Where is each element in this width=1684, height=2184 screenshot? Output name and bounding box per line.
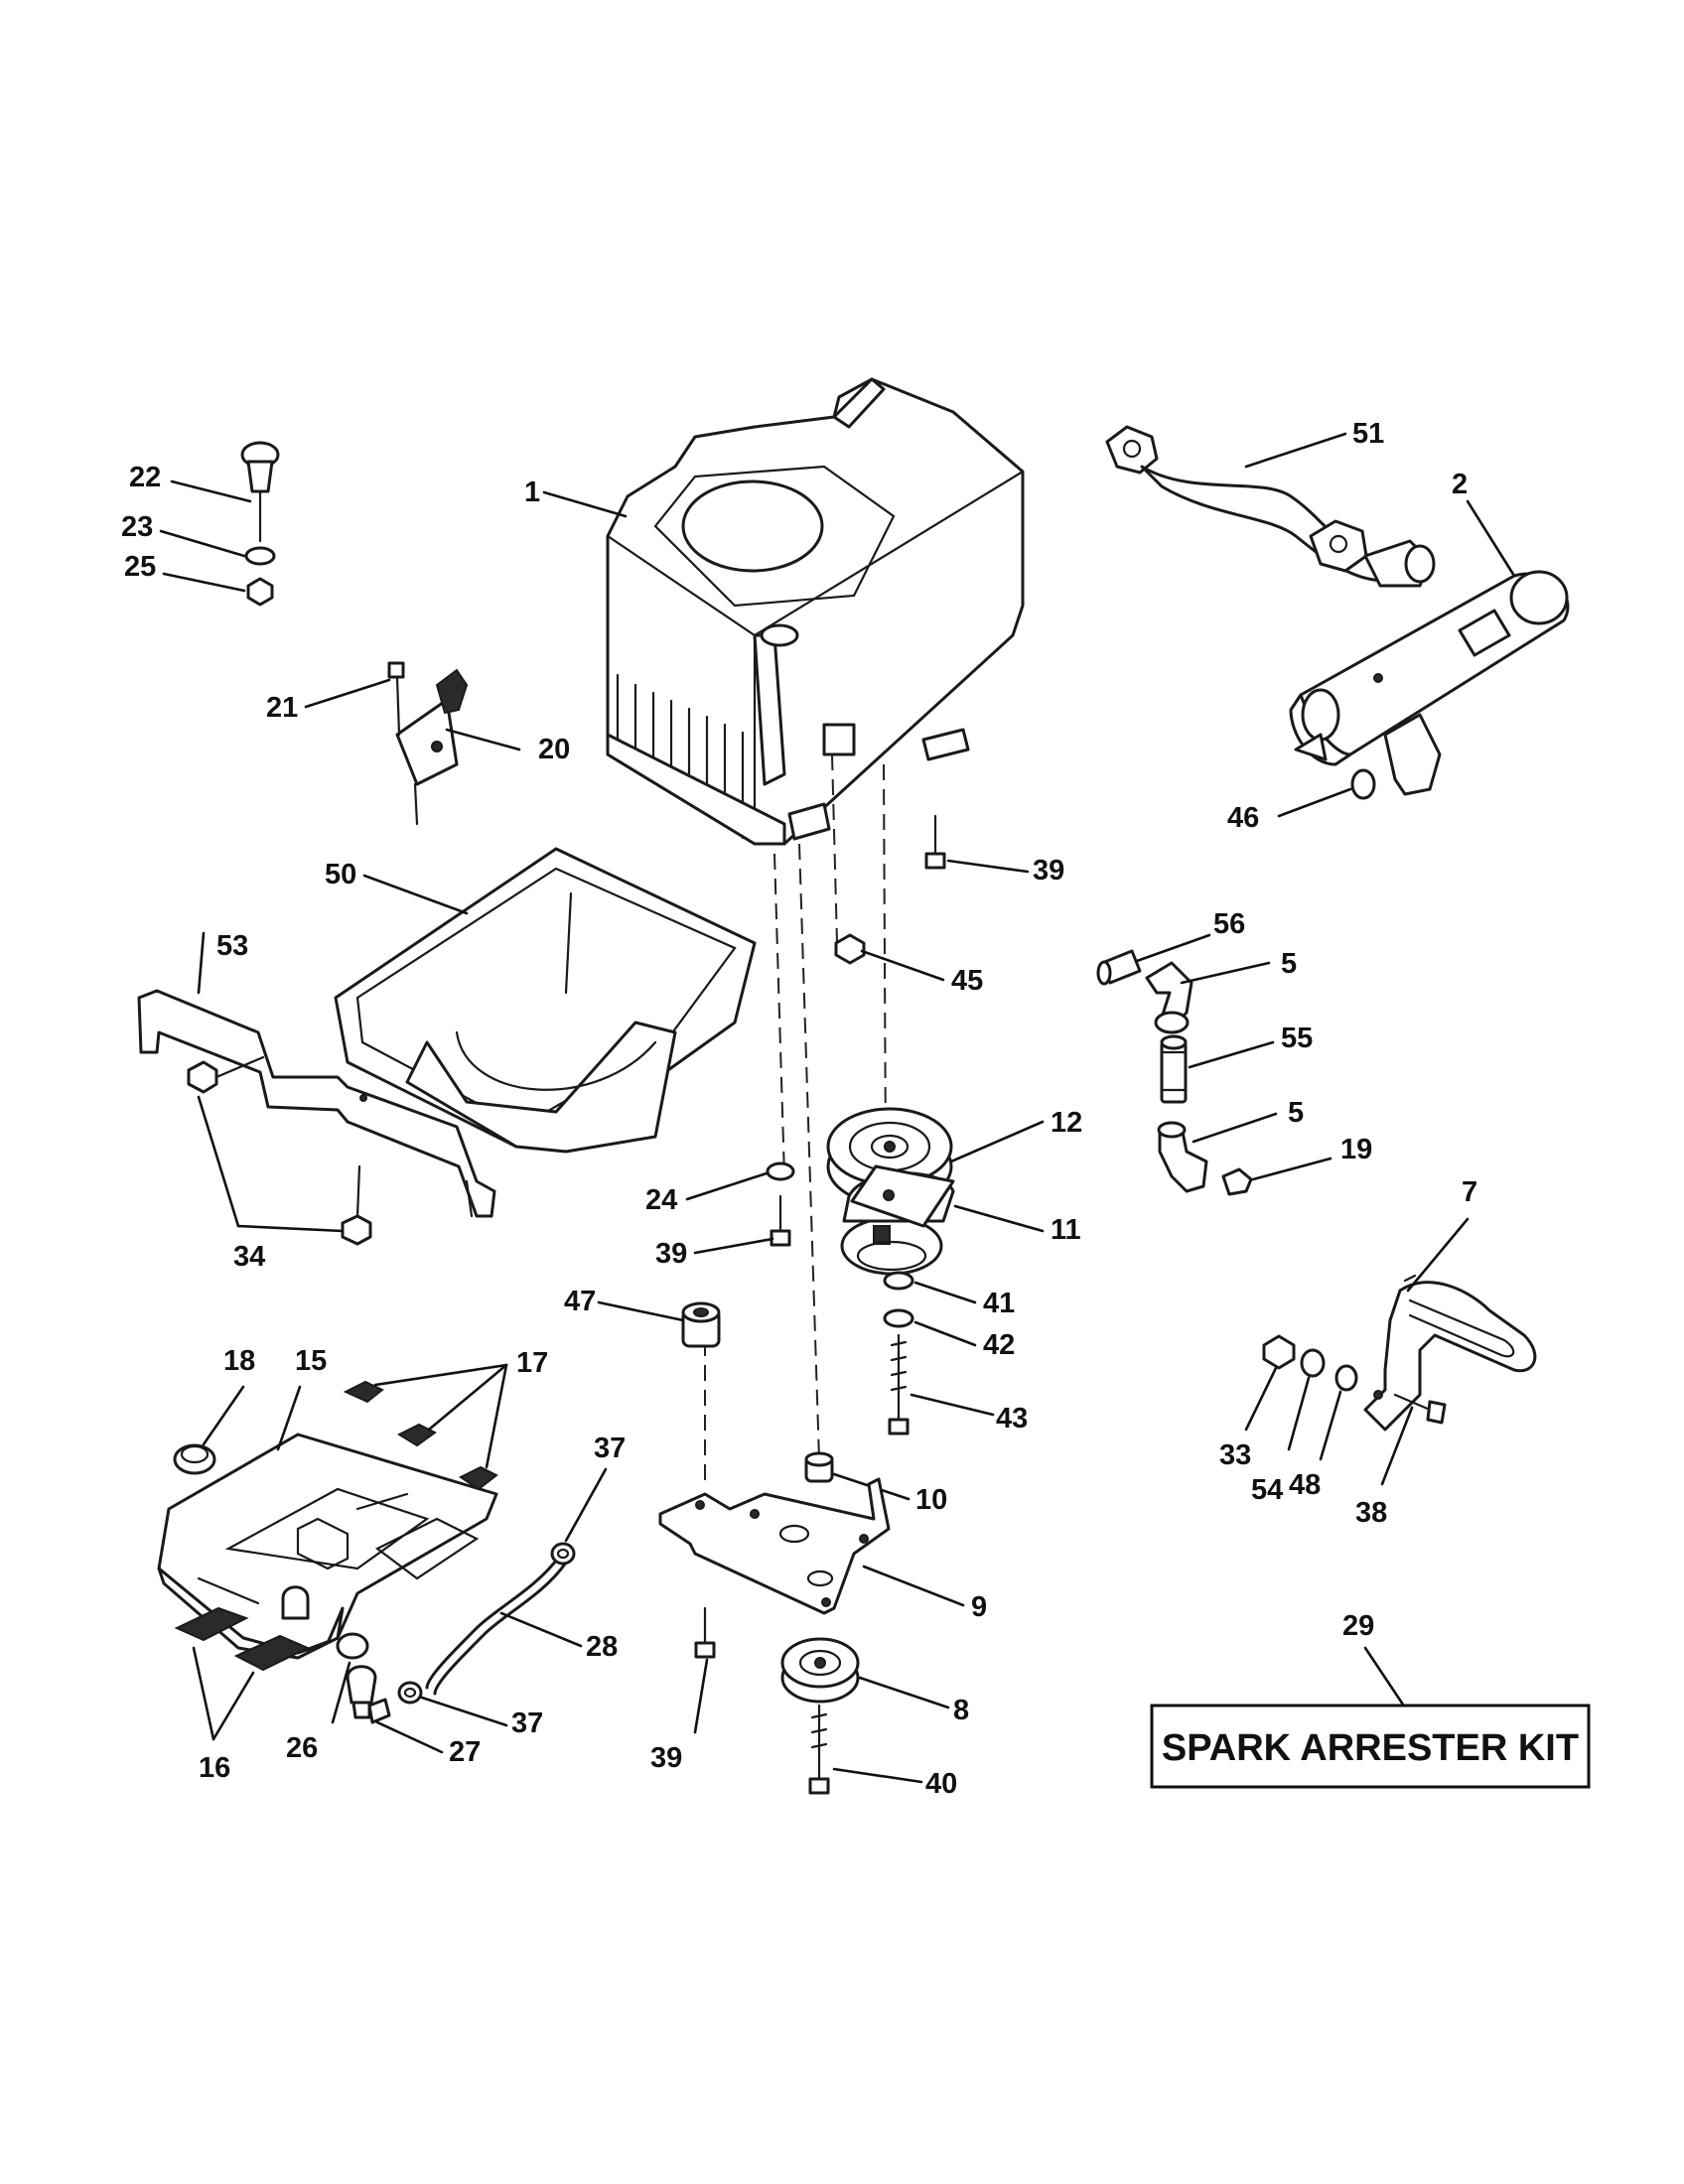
muffler [1289,570,1570,796]
support-bracket [137,989,496,1218]
callout-54: 54 [1251,1474,1283,1506]
callout-20: 20 [538,734,570,765]
callout-12: 12 [1051,1107,1082,1139]
elbow-5-top [1145,961,1193,1034]
idler-bracket-9 [658,1477,891,1615]
spark-arrester-kit-box: SPARK ARRESTER KIT [1150,1704,1591,1789]
callout-15: 15 [295,1345,327,1377]
callout-50: 50 [325,859,356,890]
clamp-37-top [550,1542,576,1566]
callout-55: 55 [1281,1023,1313,1054]
pads-17 [343,1380,498,1491]
spacer-47 [681,1301,721,1348]
callout-17: 17 [516,1347,548,1379]
callout-51: 51 [1352,418,1384,450]
spark-arrester-kit-label: SPARK ARRESTER KIT [1162,1727,1579,1769]
bolt-39-bottom [694,1606,716,1659]
callout-2: 2 [1452,469,1468,500]
callout-11: 11 [1051,1214,1081,1246]
callout-22: 22 [129,462,161,493]
bracket-7 [1363,1274,1537,1432]
callout-21: 21 [266,692,298,724]
cooling-fins [616,673,745,840]
callout-39-c: 39 [650,1742,682,1774]
nipple-55 [1160,1034,1188,1104]
bolt-43 [888,1333,910,1435]
callout-47: 47 [564,1286,596,1317]
plug-19 [1221,1167,1253,1196]
callout-48: 48 [1289,1469,1321,1501]
bolt-38 [1393,1393,1447,1425]
battery-base-15 [157,1433,498,1660]
callout-34: 34 [233,1241,265,1273]
grommet-26 [336,1632,369,1660]
callout-10: 10 [915,1484,947,1516]
callout-43: 43 [996,1403,1028,1434]
pads-16 [174,1606,311,1672]
callout-37-a: 37 [594,1433,626,1464]
clamp-37-bottom [397,1681,423,1705]
clutch-11 [840,1164,955,1276]
fuel-valve-27 [346,1665,391,1724]
washer-24 [766,1161,795,1181]
callout-25: 25 [124,551,156,583]
bolt-39-mid [770,1194,791,1247]
callout-40: 40 [925,1768,957,1800]
callout-37-b: 37 [511,1707,543,1739]
callout-5-b: 5 [1288,1097,1304,1129]
bolt-39-top [924,814,946,870]
bolt-34 [187,1055,372,1246]
callout-46: 46 [1227,802,1259,834]
callout-38: 38 [1355,1497,1387,1529]
spacer-10 [804,1451,834,1483]
exhaust-pipe [1105,425,1436,588]
cap-18 [173,1443,216,1475]
washer-54 [1300,1348,1326,1378]
callout-28: 28 [586,1631,618,1663]
callout-18: 18 [223,1345,255,1377]
oil-plug-parts [240,441,280,607]
washer-48 [1334,1364,1358,1392]
callout-9: 9 [971,1591,987,1623]
callout-29: 29 [1342,1610,1374,1642]
idler-pulley-8 [780,1637,860,1704]
callout-53: 53 [216,930,248,962]
engine [606,377,1025,846]
callout-23: 23 [121,511,153,543]
callout-5-a: 5 [1281,948,1297,980]
washer-42 [883,1308,914,1328]
callout-24: 24 [645,1184,677,1216]
callout-41: 41 [983,1288,1015,1319]
callout-1: 1 [524,477,540,508]
nut-45 [834,933,866,965]
nut-33 [1262,1334,1296,1370]
bolt-40 [808,1704,830,1795]
washer-41 [883,1271,914,1291]
shroud [334,847,757,1154]
washer-46 [1350,768,1376,800]
fuel-line-28 [425,1555,568,1696]
callout-39-b: 39 [655,1238,687,1270]
callout-33: 33 [1219,1439,1251,1471]
nipple-56 [1096,949,1142,986]
callout-16: 16 [199,1752,230,1784]
callout-45: 45 [951,965,983,997]
elbow-5-bottom [1157,1121,1208,1193]
callout-8: 8 [953,1695,969,1726]
callout-19: 19 [1340,1134,1372,1165]
callout-7: 7 [1462,1176,1477,1208]
callout-42: 42 [983,1329,1015,1361]
callout-56: 56 [1213,908,1245,940]
callout-26: 26 [286,1732,318,1764]
callout-27: 27 [449,1736,481,1768]
throttle-control [387,661,469,826]
callout-39-a: 39 [1033,855,1064,887]
